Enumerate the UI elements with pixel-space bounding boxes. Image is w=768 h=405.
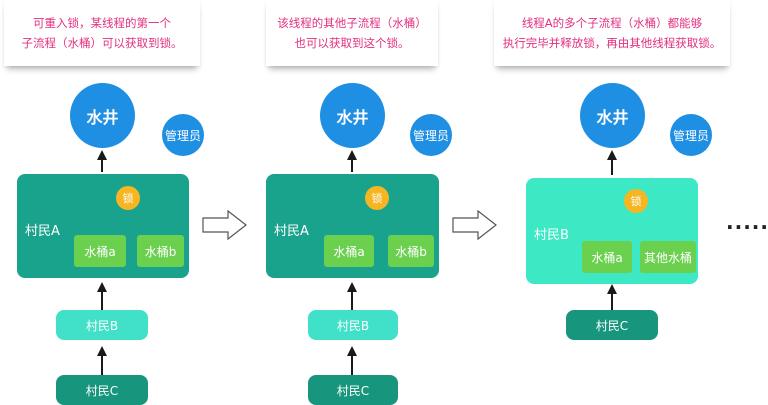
note-line: 线程A的多个子流程（水桶）都能够	[521, 16, 703, 30]
note-callout: 可重入锁，某线程的第一个 子流程（水桶）可以获取到锁。	[4, 0, 200, 66]
bucket-a: 水桶a	[324, 235, 374, 267]
village-box: 村民A 锁 水桶a 水桶b	[17, 174, 189, 278]
villager-c: 村民C	[566, 310, 658, 340]
note-line: 该线程的其他子流程（水桶）	[277, 16, 427, 30]
village-label: 村民A	[25, 224, 60, 239]
villager-c: 村民C	[308, 375, 398, 405]
village-label: 村民A	[274, 224, 309, 239]
admin-node: 管理员	[670, 114, 712, 156]
village-label: 村民B	[534, 228, 569, 243]
note-line: 执行完毕并释放锁，再由其他线程获取锁。	[502, 36, 722, 50]
admin-node: 管理员	[410, 114, 452, 156]
admin-node: 管理员	[162, 114, 204, 156]
villager-b: 村民B	[308, 310, 398, 340]
lock-icon: 锁	[624, 189, 648, 213]
lock-icon: 锁	[365, 186, 389, 210]
lock-icon: 锁	[116, 186, 140, 210]
step-arrow-2	[452, 209, 497, 241]
well-node: 水井	[580, 83, 645, 148]
bucket-a: 水桶a	[74, 235, 126, 267]
village-box: 村民B 锁 水桶a 其他水桶	[526, 178, 698, 284]
step-arrow-1	[202, 209, 247, 241]
continuation-ellipsis: ·····	[726, 215, 768, 239]
note-callout: 线程A的多个子流程（水桶）都能够 执行完毕并释放锁，再由其他线程获取锁。	[494, 0, 730, 66]
bucket-b: 水桶b	[388, 235, 434, 267]
note-line: 也可以获取到这个锁。	[294, 36, 410, 50]
other-buckets: 其他水桶	[640, 241, 696, 273]
well-node: 水井	[70, 83, 135, 148]
villager-b: 村民B	[56, 310, 148, 340]
village-box: 村民A 锁 水桶a 水桶b	[266, 174, 439, 278]
note-line: 子流程（水桶）可以获取到锁。	[21, 36, 183, 50]
bucket-a: 水桶a	[582, 241, 632, 273]
well-node: 水井	[320, 83, 385, 148]
villager-c: 村民C	[56, 375, 148, 405]
note-line: 可重入锁，某线程的第一个	[33, 16, 171, 30]
note-callout: 该线程的其他子流程（水桶） 也可以获取到这个锁。	[266, 0, 438, 66]
bucket-b: 水桶b	[137, 235, 184, 267]
